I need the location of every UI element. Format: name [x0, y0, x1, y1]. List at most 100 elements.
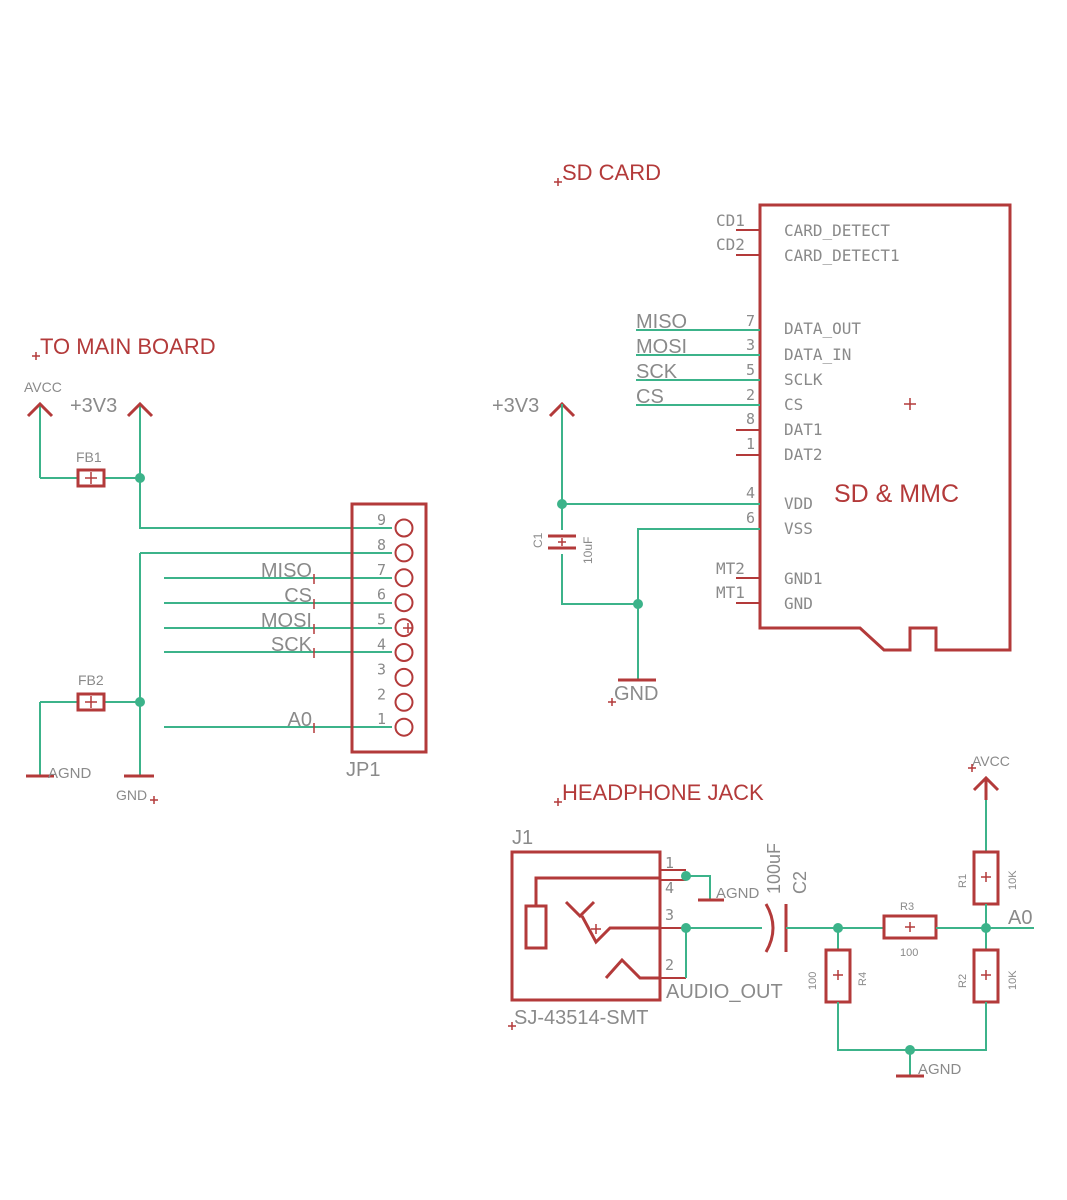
jp1-pin-number: 5	[377, 611, 386, 629]
svg-text:10K: 10K	[1007, 870, 1019, 890]
svg-text:1: 1	[665, 854, 674, 872]
svg-text:100uF: 100uF	[764, 843, 784, 894]
svg-text:CD2: CD2	[716, 235, 745, 254]
agnd-symbol-left: AGND	[26, 702, 92, 782]
junction-node	[633, 599, 643, 609]
resistor-r1: R1 10K	[957, 800, 1019, 950]
svg-text:MISO: MISO	[636, 311, 687, 333]
jp1-pin-4	[394, 643, 414, 662]
svg-text:10K: 10K	[1007, 970, 1019, 990]
svg-text:SCK: SCK	[636, 361, 678, 383]
svg-text:CD1: CD1	[716, 211, 745, 230]
svg-text:SD & MMC: SD & MMC	[834, 480, 959, 508]
svg-text:CS: CS	[636, 386, 664, 408]
svg-text:AGND: AGND	[716, 885, 760, 902]
svg-text:DAT2: DAT2	[784, 445, 823, 464]
capacitor-c1: C1 10uF	[531, 532, 595, 564]
svg-text:DATA_OUT: DATA_OUT	[784, 319, 861, 338]
svg-text:A0: A0	[1008, 907, 1032, 929]
junction-node	[681, 871, 691, 881]
sd-card-connector: SD & MMC CD1 CD2 CARD_DETECT CARD_DETECT…	[716, 203, 1012, 652]
avcc-supply-symbol: AVCC	[24, 379, 62, 478]
svg-text:CARD_DETECT: CARD_DETECT	[784, 221, 890, 240]
svg-text:FB2: FB2	[78, 672, 104, 688]
svg-text:CARD_DETECT1: CARD_DETECT1	[784, 246, 900, 265]
ferrite-fb1: FB1	[40, 449, 140, 488]
svg-text:A0: A0	[288, 709, 312, 731]
svg-text:GND: GND	[784, 594, 813, 613]
jp1-pin-number: 9	[377, 511, 386, 529]
left-net-labels: MISO CS MOSI SCK A0	[261, 560, 315, 733]
svg-text:+3V3: +3V3	[70, 395, 117, 417]
jp1-pin-number: 3	[377, 660, 386, 678]
jp1-pin-1	[394, 717, 414, 737]
svg-text:AVCC: AVCC	[972, 753, 1010, 769]
jp1-pin-7	[394, 568, 414, 588]
svg-text:10uF: 10uF	[581, 537, 595, 564]
jp1-pin-6	[394, 593, 414, 613]
svg-text:JP1: JP1	[346, 759, 380, 781]
svg-text:GND1: GND1	[784, 569, 823, 588]
wire-vss	[637, 528, 760, 680]
jp1-pin-9	[394, 518, 414, 538]
svg-text:AVCC: AVCC	[24, 379, 62, 395]
svg-text:CS: CS	[784, 395, 803, 414]
svg-text:AUDIO_OUT: AUDIO_OUT	[666, 981, 783, 1003]
svg-text:3: 3	[746, 336, 755, 354]
sd-net-labels: MISO MOSI SCK CS	[636, 311, 687, 408]
avcc-supply-symbol-hp: AVCC	[968, 753, 1010, 800]
jp1-pin-number: 8	[377, 536, 386, 554]
svg-text:8: 8	[746, 410, 755, 428]
svg-text:MISO: MISO	[261, 560, 312, 582]
svg-text:AGND: AGND	[918, 1061, 962, 1078]
jp1-pin-number: 2	[377, 685, 386, 703]
svg-text:MOSI: MOSI	[636, 336, 687, 358]
svg-text:100: 100	[807, 972, 819, 990]
svg-text:5: 5	[746, 361, 755, 379]
jp1-pin-number: 7	[377, 561, 386, 579]
svg-text:J1: J1	[512, 827, 533, 849]
headphone-title: HEADPHONE JACK	[554, 780, 764, 806]
agnd-symbol-hp: AGND	[896, 1061, 962, 1078]
svg-text:VSS: VSS	[784, 519, 813, 538]
svg-text:3: 3	[665, 906, 674, 924]
svg-text:7: 7	[746, 312, 755, 330]
svg-text:DATA_IN: DATA_IN	[784, 345, 851, 364]
gnd-symbol-left: GND	[116, 553, 158, 804]
gnd-symbol-sd: GND	[608, 678, 658, 706]
resistor-r4: R4 100	[807, 928, 869, 1004]
svg-text:1: 1	[746, 435, 755, 453]
svg-text:4: 4	[746, 484, 755, 502]
wire-3v3-pin9	[139, 478, 392, 529]
svg-text:AGND: AGND	[48, 765, 92, 782]
svg-text:100: 100	[900, 947, 918, 959]
svg-text:R2: R2	[957, 974, 969, 988]
jp1-pin-8	[394, 543, 414, 563]
svg-text:2: 2	[665, 956, 674, 974]
main-board-title: TO MAIN BOARD	[32, 334, 216, 360]
svg-text:DAT1: DAT1	[784, 420, 823, 439]
junction-node	[557, 499, 567, 509]
svg-text:R1: R1	[957, 874, 969, 888]
agnd-symbol-jack: AGND	[698, 885, 760, 902]
ferrite-fb2: FB2	[40, 672, 140, 712]
svg-text:SCK: SCK	[271, 634, 313, 656]
capacitor-c2: 100uF C2	[764, 843, 810, 953]
svg-text:SD CARD: SD CARD	[562, 160, 661, 185]
resistor-r3: R3 100	[882, 901, 938, 959]
svg-text:FB1: FB1	[76, 449, 102, 465]
svg-text:6: 6	[746, 509, 755, 527]
svg-text:GND: GND	[614, 683, 658, 705]
svg-text:C2: C2	[790, 871, 810, 894]
jp1-pin-number: 6	[377, 586, 386, 604]
headphone-jack-j1: J1 SJ-43514-SMT 1 4 3 2	[508, 827, 686, 1030]
svg-text:C1: C1	[531, 532, 545, 548]
svg-text:HEADPHONE JACK: HEADPHONE JACK	[562, 780, 764, 805]
svg-text:2: 2	[746, 386, 755, 404]
svg-text:MOSI: MOSI	[261, 610, 312, 632]
svg-text:R3: R3	[900, 901, 914, 913]
